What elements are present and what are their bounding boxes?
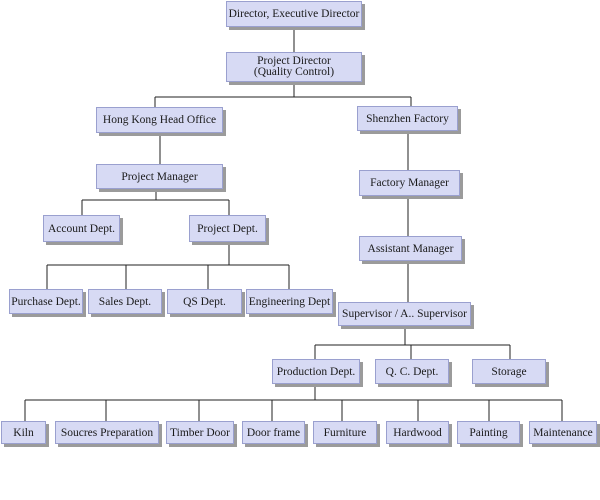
node-furniture-label: Furniture [323,426,367,439]
node-production-dept: Production Dept. [272,359,360,384]
node-storage: Storage [472,359,546,384]
node-purchase-dept-label: Purchase Dept. [11,295,81,308]
node-director-label: Director, Executive Director [228,8,360,20]
node-maintenance: Maintenance [529,421,597,444]
node-sales-dept-label: Sales Dept. [98,295,152,308]
node-hardwood: Hardwood [386,421,449,444]
node-sources-preparation-label: Soucres Preparation [60,426,154,439]
node-sales-dept: Sales Dept. [88,289,162,314]
node-kiln-label: Kiln [13,426,34,439]
node-maintenance-label: Maintenance [533,426,593,439]
node-painting-label: Painting [469,426,508,439]
node-kiln: Kiln [1,421,46,444]
node-hardwood-label: Hardwood [393,426,442,439]
node-qc-dept: Q. C. Dept. [375,359,449,384]
node-factory-manager: Factory Manager [359,170,460,196]
node-supervisor: Supervisor / A.. Supervisor [338,302,471,326]
node-purchase-dept: Purchase Dept. [9,289,83,314]
node-project-manager-label: Project Manager [121,170,198,183]
node-project-director: Project Director (Quality Control) [226,52,362,82]
node-hk-head-office: Hong Kong Head Office [96,107,223,133]
node-project-dept: Project Dept. [189,215,266,242]
node-furniture: Furniture [313,421,377,444]
node-shenzhen-factory-label: Shenzhen Factory [366,112,449,125]
node-engineering-dept: Engineering Dept [246,289,333,314]
node-project-manager: Project Manager [96,164,223,189]
node-door-frame-label: Door frame [246,426,301,439]
node-assistant-manager-label: Assistant Manager [367,242,454,255]
node-account-dept: Account Dept. [43,215,120,242]
node-door-frame: Door frame [242,421,305,444]
node-timber-door: Timber Door [166,421,234,444]
node-supervisor-label: Supervisor / A.. Supervisor [342,308,467,320]
node-storage-label: Storage [491,365,527,378]
node-hk-head-office-label: Hong Kong Head Office [102,114,217,126]
node-production-dept-label: Production Dept. [276,365,356,378]
node-painting: Painting [457,421,520,444]
node-assistant-manager: Assistant Manager [359,236,462,261]
node-timber-door-label: Timber Door [170,426,230,439]
node-qc-dept-label: Q. C. Dept. [385,365,439,378]
node-factory-manager-label: Factory Manager [370,177,449,189]
node-project-dept-label: Project Dept. [197,222,258,235]
node-account-dept-label: Account Dept. [47,222,116,235]
node-sources-preparation: Soucres Preparation [55,421,159,444]
node-qs-dept-label: QS Dept. [183,295,226,308]
node-director: Director, Executive Director [226,1,362,27]
node-shenzhen-factory: Shenzhen Factory [357,106,458,131]
node-engineering-dept-label: Engineering Dept [248,295,331,308]
node-qs-dept: QS Dept. [167,289,242,314]
node-project-director-label: Project Director (Quality Control) [253,55,335,78]
